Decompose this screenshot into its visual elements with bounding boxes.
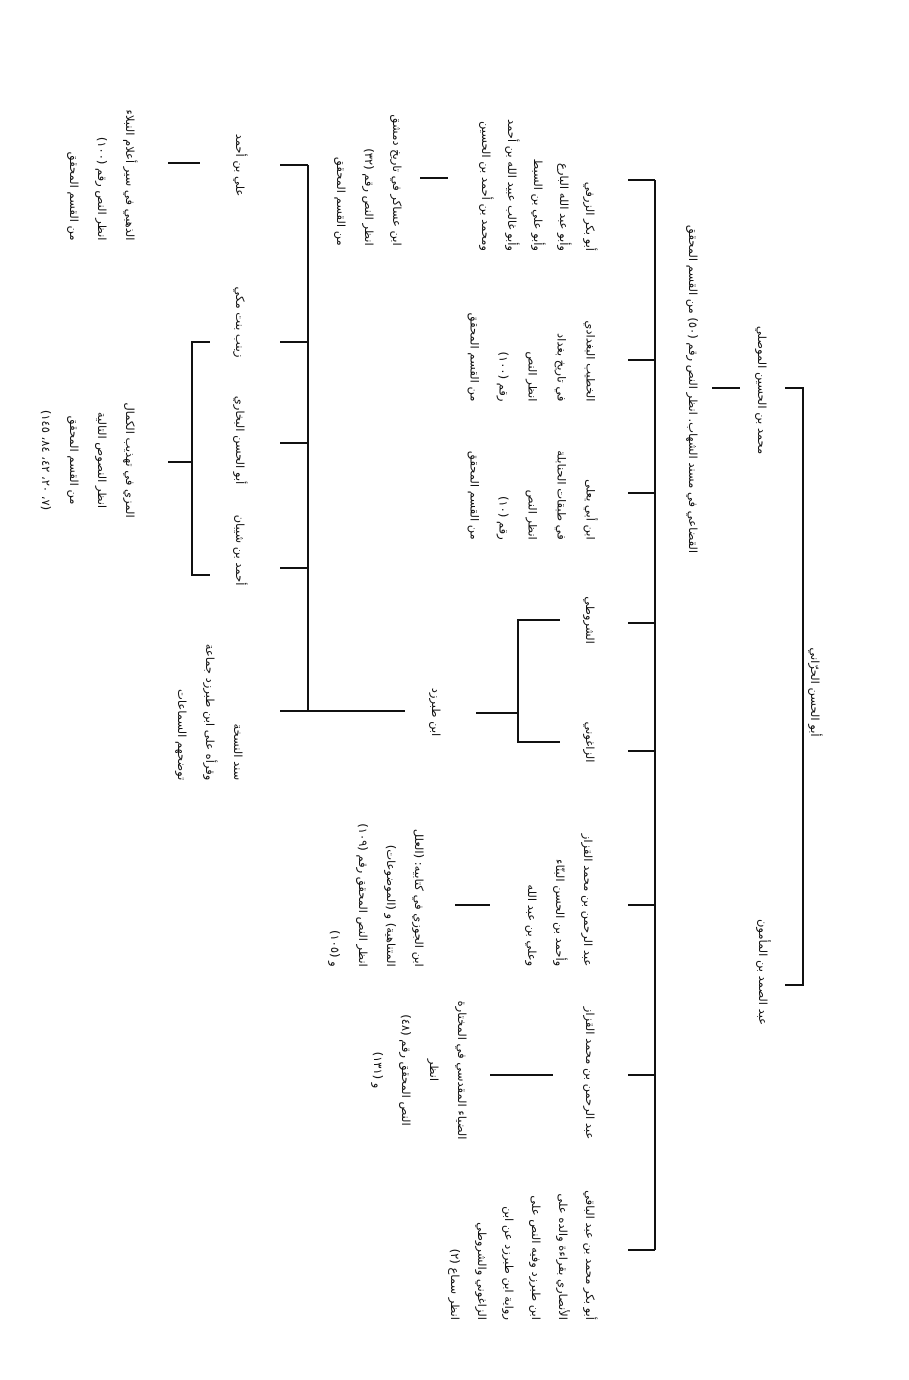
node-tabarzad: ابن طبرزد <box>422 688 450 736</box>
node-label: محمد بن الحسين الموصلي <box>755 325 769 455</box>
node-line: وأحمد بن الحسن البنّاء <box>553 859 567 967</box>
node-line: ابن أبي يعلى <box>583 479 598 540</box>
node-line: وأبو عبد الله البارع <box>557 162 571 251</box>
node-label: أحمد بن شيبان <box>233 514 247 586</box>
node-shuruti: الشروطي <box>576 596 604 644</box>
node-zarafi: أبو بكر الزرفي وأبو عبد الله البارع وأبو… <box>473 119 603 251</box>
node-label: علي بن أحمد <box>233 133 247 197</box>
node-qudai: القضاعي في مسند الشهاب. انظر النص رقم (٥… <box>679 225 707 553</box>
node-label: الشروطي <box>583 596 597 644</box>
node-line: في تاريخ بغداد <box>554 333 569 402</box>
node-line: انظر النص المحقق رقم (١٠٩) <box>356 823 370 967</box>
node-line: الذهبي في سير أعلام النبلاء <box>123 109 137 241</box>
node-abiyala: ابن أبي يعلى في طبقات الحنابلة انظر النص… <box>460 450 605 539</box>
node-label: أبو الحسن البخاري <box>233 395 247 485</box>
node-line: رواية ابن طبرزد عن ابن <box>502 1206 516 1320</box>
node-line: و (١٠٥) <box>328 930 342 967</box>
node-line: وعلي بن عبد الله <box>525 884 539 967</box>
node-mamun: عبد الصمد بن المأمون <box>749 919 777 1025</box>
node-qazzaz: عبد الرحمن بن محمد القزاز <box>576 1007 604 1139</box>
node-line: (٧، ٢٠، ٤٢، ٨٤، ١٤٥) <box>39 409 53 511</box>
node-line: انظر النصوص التالية <box>95 411 109 509</box>
node-line: انظر <box>427 1058 441 1082</box>
mizzi-bracket <box>191 341 210 576</box>
node-label: زينب بنت مكي <box>233 286 247 358</box>
node-line: المزي في تهذيب الكمال <box>123 402 137 518</box>
node-line: ابن طبرزد وفيه النص على <box>529 1195 543 1320</box>
node-line: سند النسخة <box>231 723 245 781</box>
node-line: المتناهية) و (الموضوعات) <box>384 844 398 967</box>
node-line: من القسم المحقق <box>467 450 482 540</box>
node-mizzi: المزي في تهذيب الكمال انظر النصوص التالي… <box>32 402 144 517</box>
node-line: ابن الجوزي في كتابيه: (العلل <box>412 828 426 967</box>
node-dhahabi: الذهبي في سير أعلام النبلاء انظر النص رق… <box>60 110 144 241</box>
node-line: ابن عساكر في تاريخ دمشق <box>390 114 404 246</box>
node-khatib: الخطيب البغدادي في تاريخ بغداد انظر النص… <box>460 313 605 402</box>
node-line: انظر سماع (٢) <box>448 1248 462 1320</box>
node-line: انظر النص <box>525 351 540 402</box>
node-line: الخطيب البغدادي <box>583 320 598 402</box>
tabarzad-bracket <box>517 619 560 743</box>
node-line: ومحمد بن أحمد بن الحسين <box>479 121 493 251</box>
node-line: أبو بكر الزرفي <box>583 181 597 251</box>
root-bracket <box>785 387 804 986</box>
node-line: وقرأه على ابن طبرزد جماعة <box>203 643 217 781</box>
node-line: من القسم المحقق <box>467 312 482 402</box>
node-label: أبو الحسن الحرّاني <box>808 647 822 737</box>
node-jawzi: ابن الجوزي في كتابيه: (العلل المتناهية) … <box>321 823 433 966</box>
node-line: و (١٣١) <box>371 1051 385 1089</box>
node-line: أبو بكر محمد بن عبد الباقي <box>583 1190 597 1320</box>
node-qazzaz-group: عبد الرحمن بن محمد القزاز وأحمد بن الحسن… <box>518 834 602 966</box>
node-label: الزاغوني <box>583 721 597 763</box>
node-line: رقم (١٠) <box>496 496 511 540</box>
node-line: عبد الرحمن بن محمد القزاز <box>581 833 595 967</box>
node-asakir: ابن عساكر في تاريخ دمشق انظر النص رقم (٣… <box>327 114 411 245</box>
node-line: الضياء المقدسي في المختارة <box>455 1000 469 1140</box>
node-line: النص المحقق رقم (٤٨) <box>399 1014 413 1126</box>
node-line: الزاغوني والشروطي <box>475 1222 489 1320</box>
node-mawsili: محمد بن الحسين الموصلي <box>748 326 776 454</box>
node-ali: علي بن أحمد <box>226 134 254 197</box>
node-line: من القسم المحقق <box>67 415 81 505</box>
node-shayban: أحمد بن شيبان <box>226 515 254 586</box>
node-line: من القسم المحقق <box>334 156 348 246</box>
node-label: عبد الرحمن بن محمد القزاز <box>583 1006 597 1140</box>
node-line: وأبو غالب عبيد الله بن أحمد <box>505 119 519 251</box>
node-line: الأنصاري بقراءة والده على <box>556 1193 570 1320</box>
node-abubakr: أبو بكر محمد بن عبد الباقي الأنصاري بقرا… <box>441 1190 603 1320</box>
node-line: من القسم المحقق <box>67 151 81 241</box>
node-bukhari: أبو الحسن البخاري <box>226 396 254 484</box>
node-line: توضحهم السماعات <box>175 689 189 781</box>
node-line: رقم (١٠٠) <box>496 351 511 402</box>
node-line: انظر النص رقم (١٠٠) <box>95 136 109 241</box>
node-zaynab: زينب بنت مكي <box>226 287 254 358</box>
node-zaghuni: الزاغوني <box>576 722 604 763</box>
node-label: عبد الصمد بن المأمون <box>756 918 770 1026</box>
node-diya: الضياء المقدسي في المختارة انظر النص الم… <box>364 1001 476 1140</box>
node-sanad: سند النسخة وقرأه على ابن طبرزد جماعة توض… <box>168 644 252 781</box>
node-line: انظر النص <box>525 489 540 540</box>
node-line: انظر النص رقم (٣٢) <box>362 148 376 246</box>
node-root: أبو الحسن الحرّاني <box>801 647 829 736</box>
node-line: وأبو علي بن السبط <box>531 158 545 251</box>
node-label: القضاعي في مسند الشهاب. انظر النص رقم (٥… <box>686 224 700 554</box>
node-line: في طبقات الحنابلة <box>554 450 569 540</box>
node-label: ابن طبرزد <box>429 687 443 737</box>
